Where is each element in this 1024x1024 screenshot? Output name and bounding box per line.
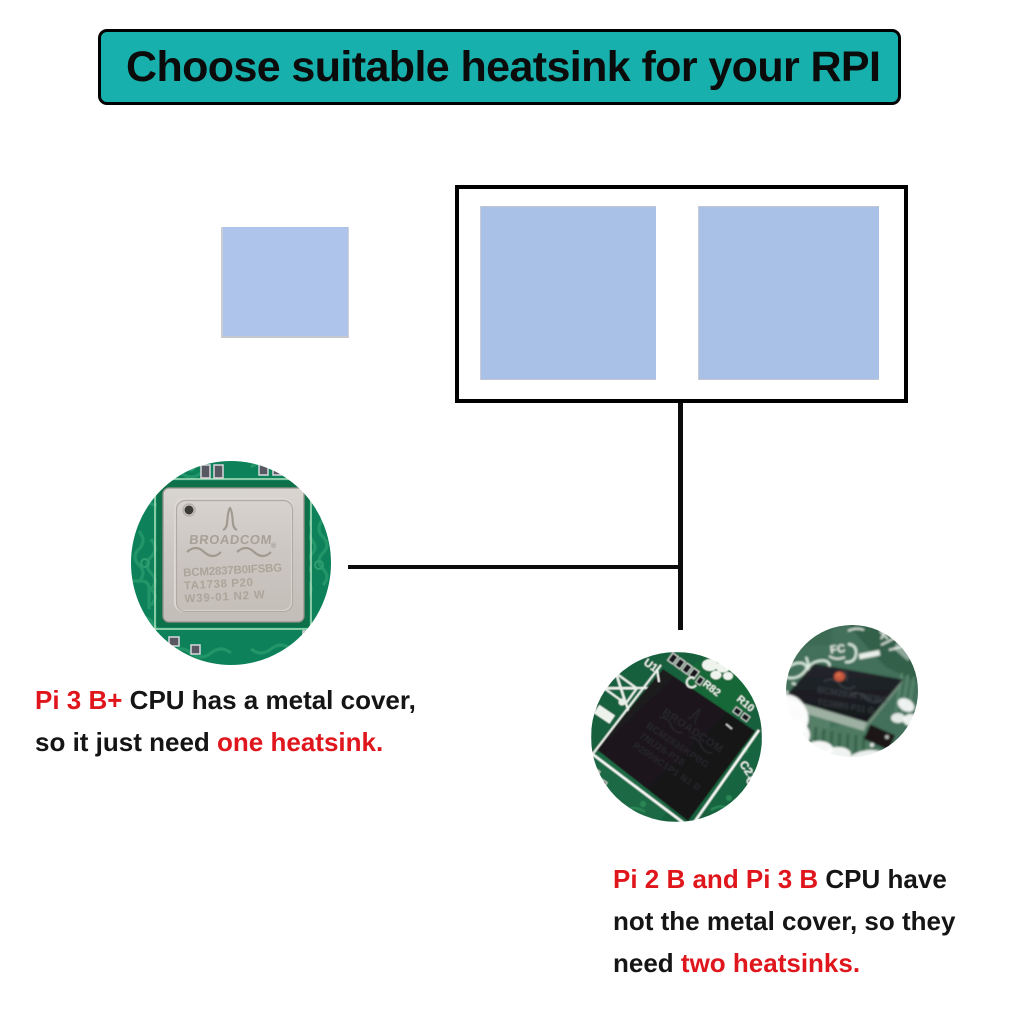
svg-text:BCM2837B0IFSBG: BCM2837B0IFSBG	[183, 562, 283, 579]
svg-text:W39-01 N2 W: W39-01 N2 W	[184, 589, 266, 605]
svg-text:®: ®	[271, 542, 277, 550]
svg-text:TA1738 P20: TA1738 P20	[184, 577, 254, 593]
svg-text:FC: FC	[829, 643, 846, 657]
svg-text:BROADCOM: BROADCOM	[189, 532, 273, 547]
